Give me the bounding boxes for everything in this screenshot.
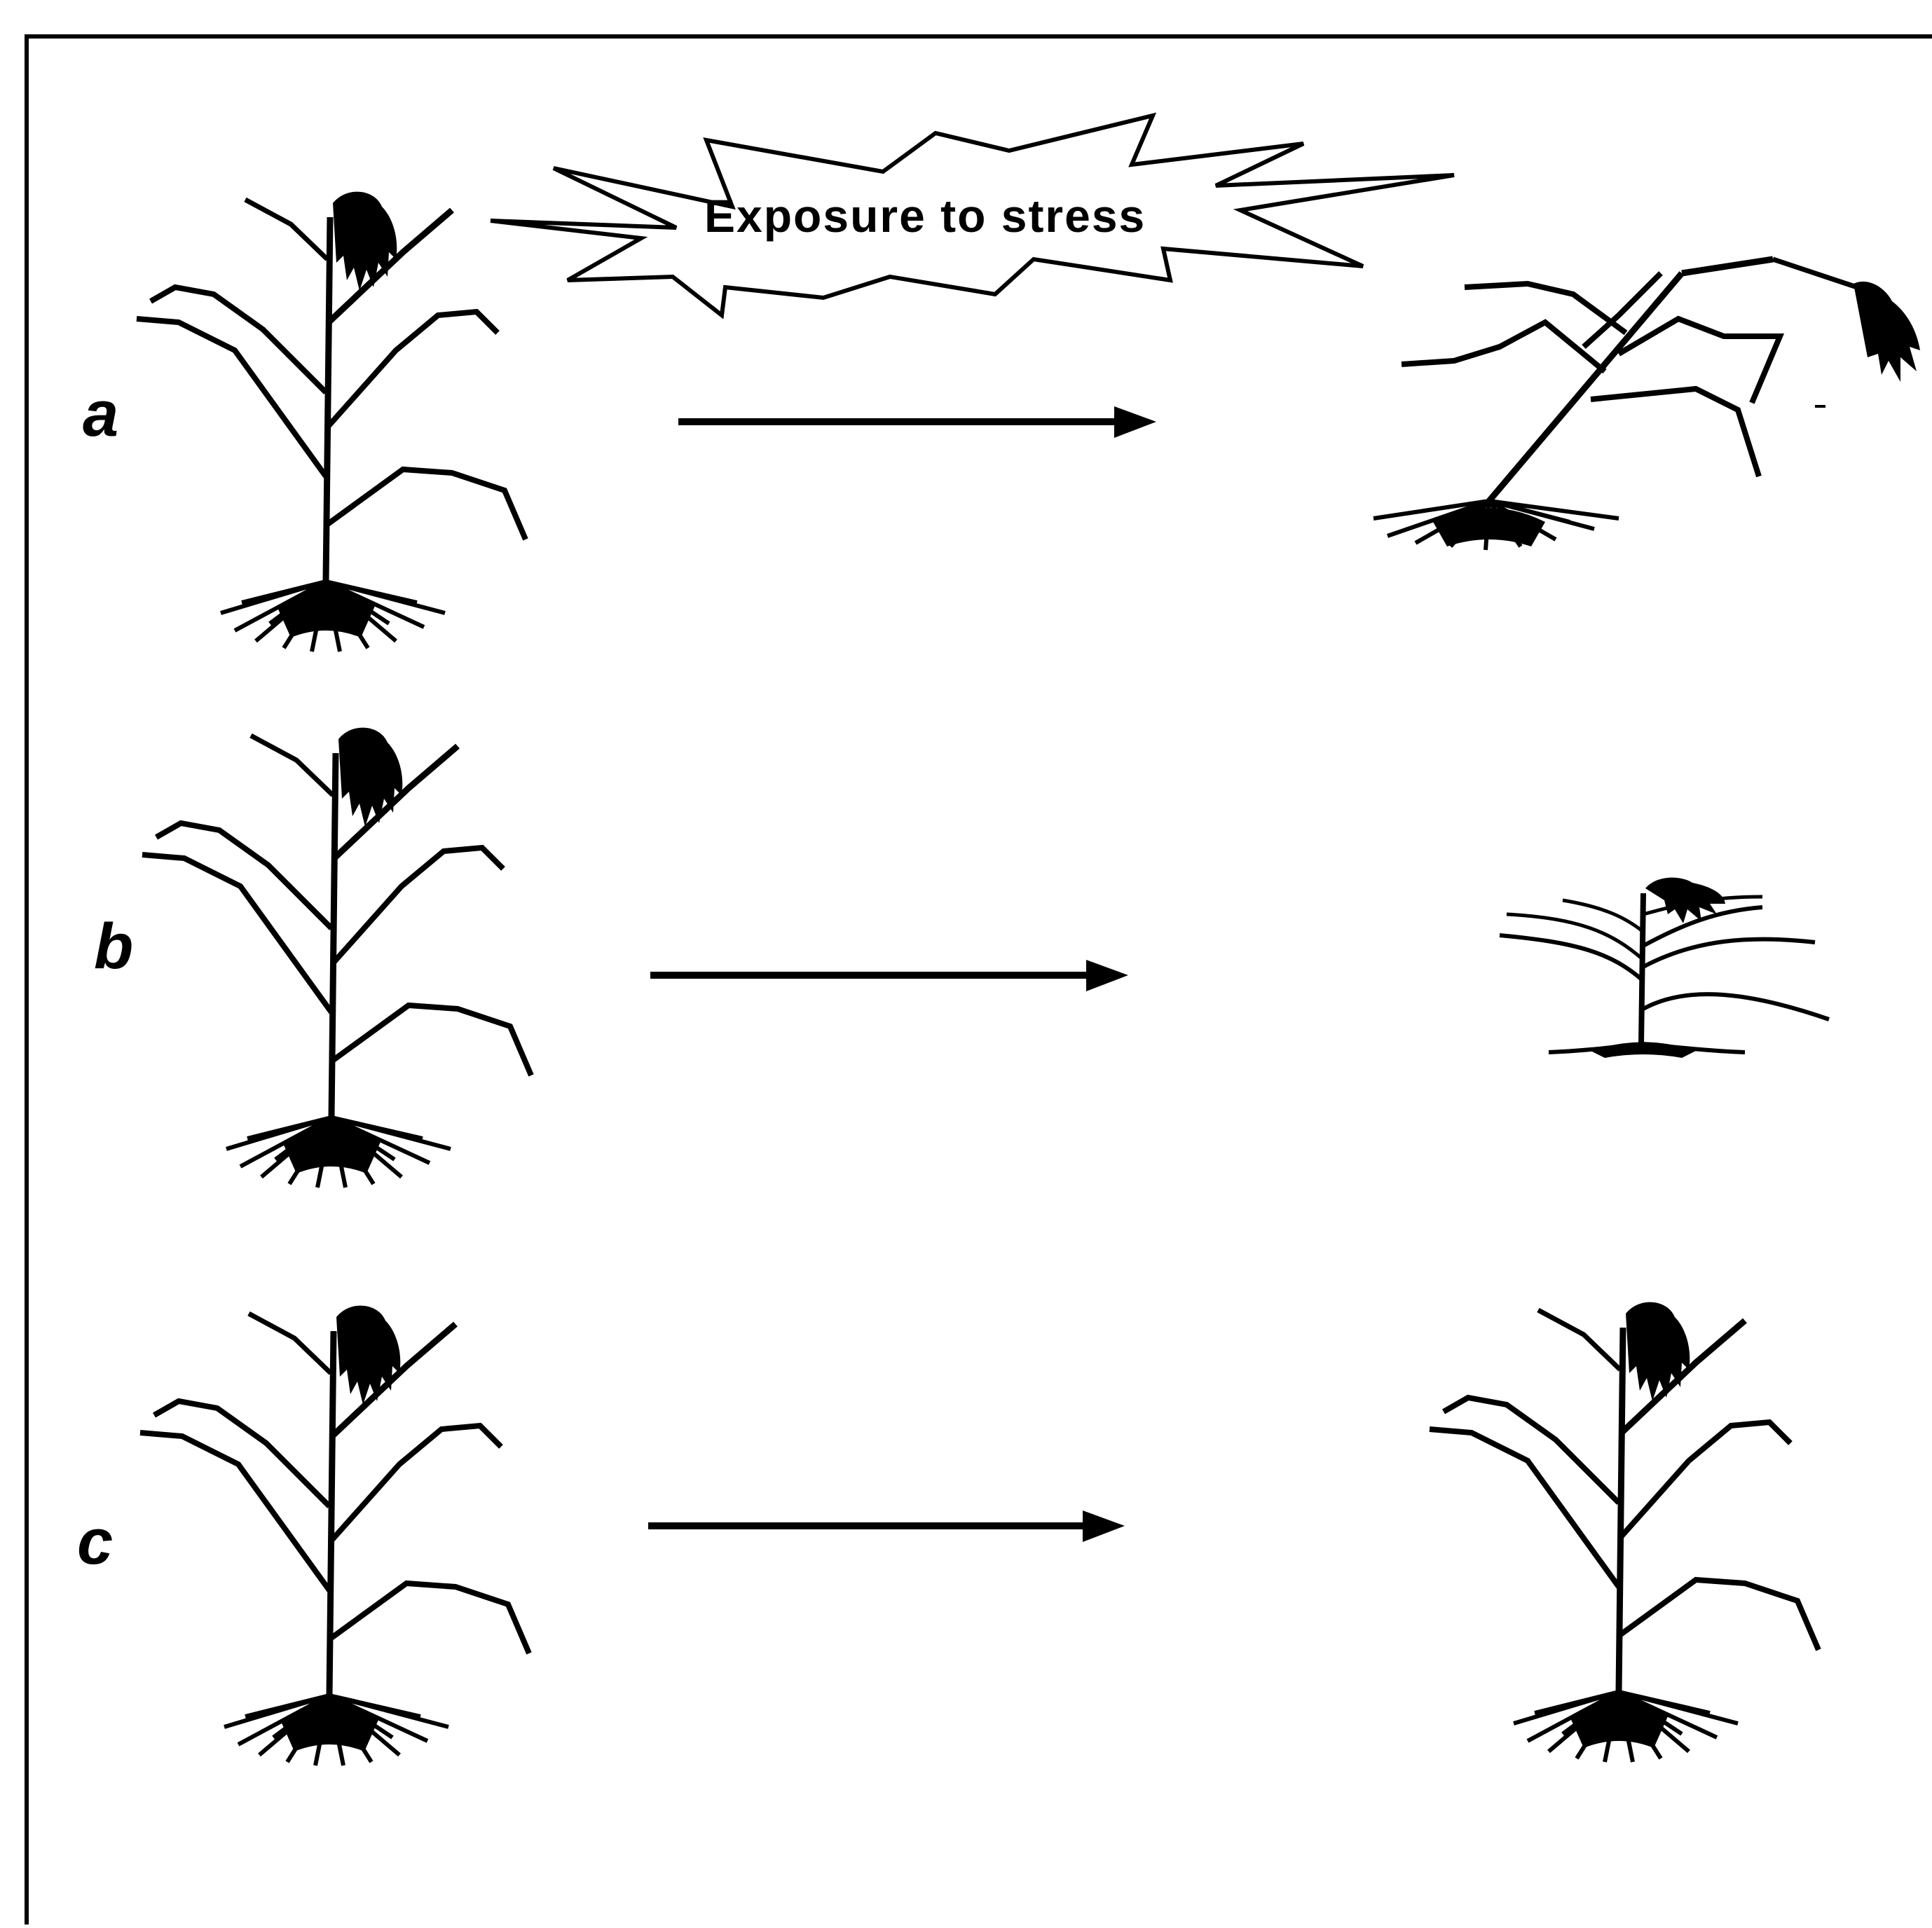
stress-label: Exposure to stress — [704, 190, 1146, 242]
arrow-a — [678, 406, 1156, 438]
plant-a-after — [1373, 256, 1920, 551]
figure-frame — [25, 34, 1932, 1928]
plant-c-before — [140, 1306, 529, 1765]
arrow-c — [648, 1510, 1125, 1542]
row-label-a: a — [83, 378, 119, 450]
arrow-b — [650, 960, 1128, 991]
plant-b-after — [1499, 877, 1830, 1058]
row-label-b: b — [94, 911, 134, 982]
plant-b-before — [142, 728, 531, 1187]
row-label-c: c — [77, 1506, 114, 1578]
plant-c-after — [1430, 1302, 1818, 1762]
plant-a-before — [137, 192, 526, 652]
stress-burst — [490, 112, 1455, 319]
